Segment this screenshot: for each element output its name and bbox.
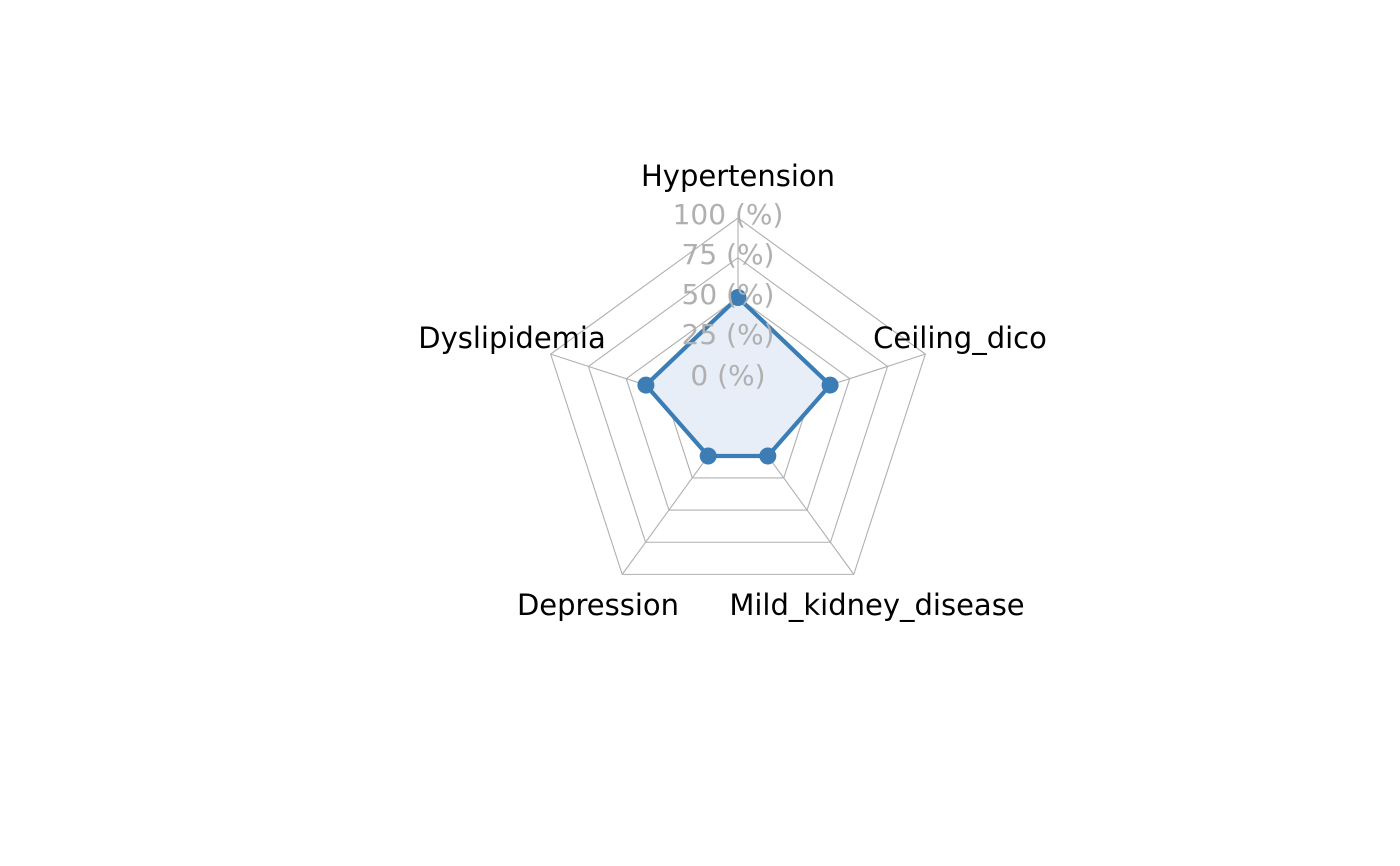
axis-label-dyslipidemia: Dyslipidemia: [418, 321, 606, 355]
series-polygon: [643, 295, 833, 459]
radial-tick-label: 100 (%): [673, 198, 784, 231]
radial-tick-label: 50 (%): [682, 278, 775, 311]
radial-tick-label: 75 (%): [682, 238, 775, 271]
radial-tick-labels: 100 (%) 75 (%) 50 (%) 25 (%) 0 (%): [673, 198, 784, 392]
radial-tick-label: 25 (%): [682, 318, 775, 351]
data-point-marker: [699, 447, 717, 465]
axis-label-mild_kidney_disease: Mild_kidney_disease: [729, 588, 1024, 622]
series-group: [643, 295, 833, 459]
grid-ring: [625, 296, 851, 511]
axis-label-hypertension: Hypertension: [641, 159, 835, 193]
category-axis-labels: HypertensionCeiling_dicoMild_kidney_dise…: [418, 159, 1047, 622]
series-markers: [637, 289, 839, 465]
grid-ring: [587, 257, 889, 543]
axis-label-depression: Depression: [517, 588, 679, 622]
radial-tick-label: 0 (%): [690, 359, 765, 392]
data-point-marker: [821, 376, 839, 394]
data-point-marker: [759, 447, 777, 465]
data-point-marker: [729, 289, 747, 306]
data-point-marker: [637, 376, 655, 394]
grid-ring: [550, 217, 926, 575]
axis-label-ceiling_dico: Ceiling_dico: [873, 321, 1047, 355]
